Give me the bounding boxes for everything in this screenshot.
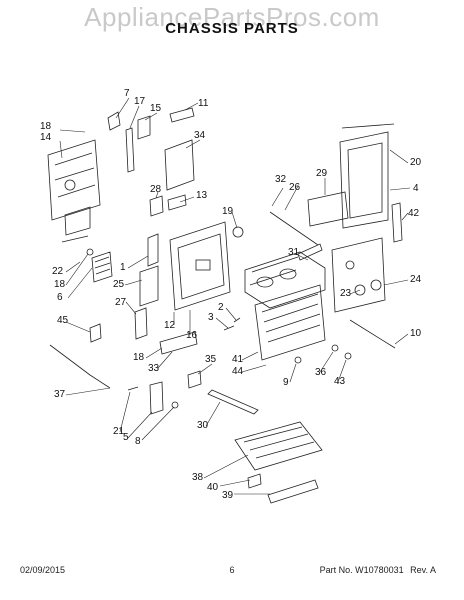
callout-label: 43 (334, 376, 346, 387)
callout-label: 27 (115, 297, 127, 308)
callout-label: 19 (222, 206, 234, 217)
callout-label: 33 (148, 363, 160, 374)
vent-grille-part (91, 251, 113, 283)
callout-label: 18 (54, 279, 66, 290)
footer-date: 02/09/2015 (20, 565, 66, 575)
callout-label: 44 (232, 366, 244, 377)
callout-label: 4 (413, 183, 419, 194)
footer-revision: Rev. A (410, 565, 436, 575)
callout-label: 17 (134, 96, 146, 107)
side-panel-part (47, 139, 101, 221)
callout-label: 42 (408, 208, 420, 219)
callout-label: 40 (207, 482, 219, 493)
callout-label: 9 (283, 377, 289, 388)
callout-label: 6 (57, 292, 63, 303)
callout-label: 25 (113, 279, 125, 290)
callout-label: 30 (197, 420, 209, 431)
callout-label: 13 (196, 190, 208, 201)
callout-label: 29 (316, 168, 328, 179)
lower-oven-cavity (254, 284, 326, 361)
callout-label: 23 (340, 288, 352, 299)
footer-part-info: Part No. W10780031 Rev. A (316, 565, 436, 575)
callout-label: 3 (208, 312, 214, 323)
callout-label: 18 (40, 121, 52, 132)
callout-label: 24 (410, 274, 422, 285)
callout-label: 45 (57, 315, 69, 326)
callout-label: 28 (150, 184, 162, 195)
callout-label: 37 (54, 389, 66, 400)
footer-part-number: Part No. W10780031 (319, 565, 404, 575)
footer-page-number: 6 (229, 565, 235, 575)
oven-rack-part (234, 421, 323, 471)
callout-label: 8 (135, 436, 141, 447)
slide-rail-part (207, 389, 259, 415)
callout-label: 26 (289, 182, 301, 193)
callout-label: 12 (164, 320, 176, 331)
callout-label: 34 (194, 130, 206, 141)
rear-bracket-part (164, 139, 195, 191)
callout-label: 14 (40, 132, 52, 143)
callout-label: 7 (124, 88, 130, 99)
watermark: AppliancePartsPros.com (84, 2, 380, 32)
callout-label: 22 (52, 266, 64, 277)
callout-label: 31 (288, 247, 300, 258)
callout-label: 35 (205, 354, 217, 365)
center-frame-part (169, 221, 231, 311)
callout-label: 1 (120, 262, 126, 273)
callout-label: 16 (186, 330, 198, 341)
callout-label: 2 (218, 302, 224, 313)
door-frame-part (339, 131, 389, 229)
callout-label: 20 (410, 157, 422, 168)
callout-label: 5 (123, 432, 129, 443)
callout-label: 21 (113, 426, 125, 437)
trim-strip-part (267, 479, 319, 504)
callout-label: 10 (410, 328, 422, 339)
callout-label: 38 (192, 472, 204, 483)
callout-label: 41 (232, 354, 244, 365)
upper-oven-cavity (244, 251, 326, 309)
callout-label: 11 (198, 98, 209, 109)
callout-label: 18 (133, 352, 145, 363)
callout-label: 15 (150, 103, 162, 114)
callout-label: 32 (275, 174, 287, 185)
page-title: CHASSIS PARTS (165, 20, 299, 37)
callout-label: 39 (222, 490, 234, 501)
control-panel-part (331, 237, 386, 313)
callout-label: 36 (315, 367, 327, 378)
bracket-part (107, 111, 121, 131)
